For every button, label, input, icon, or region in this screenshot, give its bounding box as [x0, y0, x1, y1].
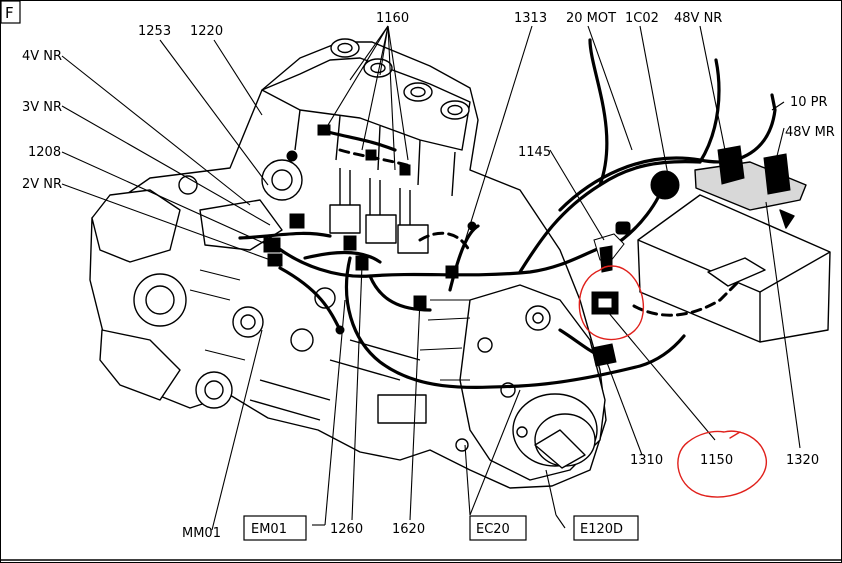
label-3v-nr: 3V NR — [22, 100, 62, 115]
label-1145: 1145 — [518, 145, 551, 160]
part-labels: 1253 1220 1160 1313 20 MOT 1C02 48V NR 1… — [22, 11, 835, 541]
boxed-label-frames — [243, 515, 639, 541]
label-20-mot: 20 MOT — [566, 11, 616, 26]
label-10-pr: 10 PR — [790, 95, 828, 110]
label-1620: 1620 — [392, 522, 425, 537]
label-1208: 1208 — [28, 145, 61, 160]
label-1160: 1160 — [376, 11, 409, 26]
label-1320: 1320 — [786, 453, 819, 468]
label-4v-nr: 4V NR — [22, 49, 62, 64]
label-1260: 1260 — [330, 522, 363, 537]
label-1253: 1253 — [138, 24, 171, 39]
label-1150: 1150 — [700, 453, 733, 468]
connector-parts — [263, 124, 791, 367]
red-annotation-marks — [578, 265, 767, 498]
label-1313: 1313 — [514, 11, 547, 26]
label-1310: 1310 — [630, 453, 663, 468]
label-2v-nr: 2V NR — [22, 177, 62, 192]
leader-lines — [61, 25, 801, 531]
label-ec20: EC20 — [476, 522, 510, 537]
label-1220: 1220 — [190, 24, 223, 39]
label-e120d: E120D — [580, 522, 623, 537]
label-1c02: 1C02 — [625, 11, 659, 26]
label-48v-nr: 48V NR — [674, 11, 722, 26]
label-mm01: MM01 — [182, 526, 221, 541]
section-letter: F — [5, 4, 14, 22]
label-em01: EM01 — [251, 522, 287, 537]
control-unit-box — [637, 161, 831, 343]
label-48v-mr: 48V MR — [785, 125, 835, 140]
